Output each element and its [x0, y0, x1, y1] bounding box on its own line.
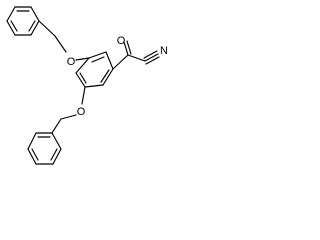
nitrile-nitrogen-label: N — [160, 45, 168, 57]
atom-labels: O N O O — [67, 35, 168, 118]
ether-oxygen-bottom-label: O — [77, 106, 86, 118]
molecule-structure: O N O O — [6, 6, 168, 165]
bond-lines — [6, 6, 160, 165]
structure-canvas: O N O O — [0, 0, 178, 190]
ether-oxygen-top-label: O — [67, 56, 76, 68]
carbonyl-oxygen-label: O — [117, 35, 126, 47]
